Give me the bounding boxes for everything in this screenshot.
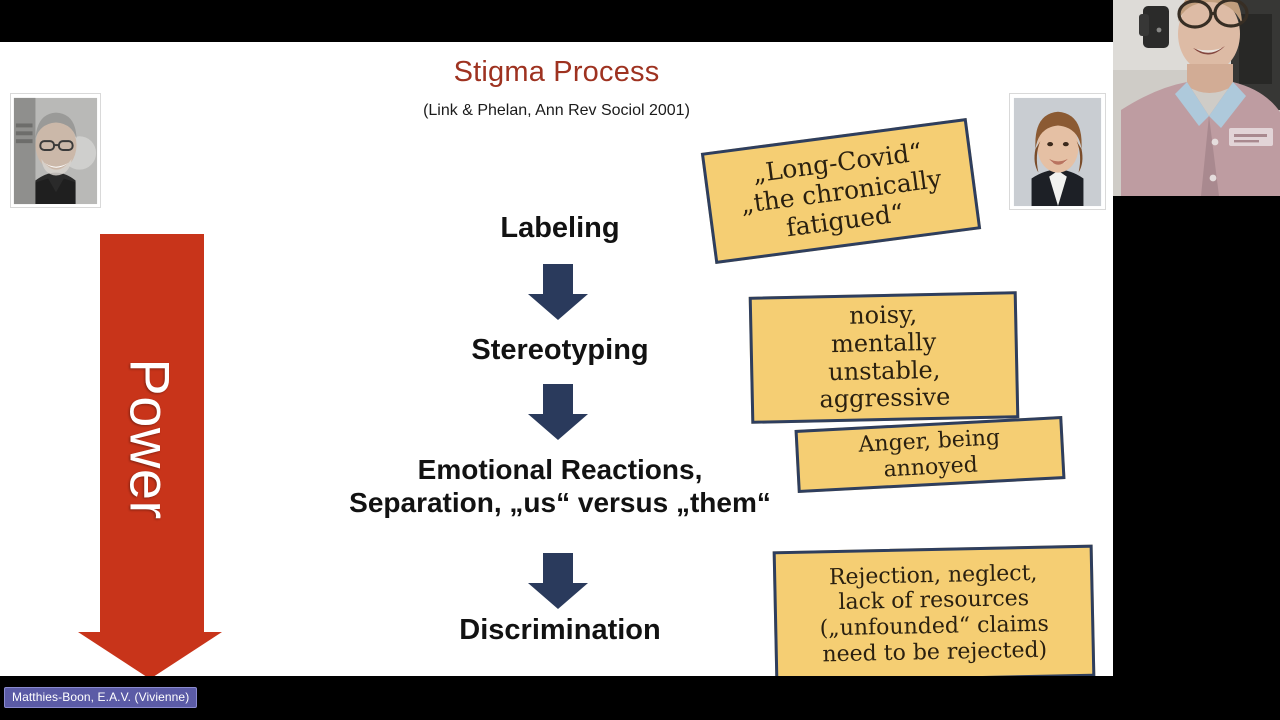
sticky-note-emotional-reactions: Anger, being annoyed: [794, 416, 1066, 493]
flow-arrow-2-head: [528, 414, 588, 440]
flow-arrow-3: [528, 553, 588, 609]
sticky-note-discrimination: Rejection, neglect, lack of resources („…: [772, 544, 1096, 676]
flow-arrow-1: [528, 264, 588, 320]
power-arrow: Power: [78, 234, 222, 676]
portrait-photo-right: [1009, 93, 1106, 210]
flow-step-discrimination: Discrimination: [459, 614, 661, 646]
page-title: Stigma Process: [453, 56, 660, 88]
participant-name-badge: Matthies-Boon, E.A.V. (Vivienne): [4, 687, 198, 708]
flow-arrow-3-head: [528, 583, 588, 609]
flow-step-emotional-reactions: Emotional Reactions, Separation, „us“ ve…: [349, 454, 771, 519]
webcam-video-tile[interactable]: [1113, 0, 1280, 196]
power-arrow-head: [78, 632, 222, 676]
portrait-photo-left: [10, 93, 101, 208]
power-arrow-shaft: [100, 234, 204, 634]
flow-step-labeling: Labeling: [500, 212, 620, 244]
slide-citation: (Link & Phelan, Ann Rev Sociol 2001): [423, 102, 690, 119]
sticky-note-labeling: „Long-Covid“ „the chronically fatigued“: [700, 117, 982, 265]
flow-arrow-2-shaft: [543, 384, 573, 416]
sticky-note-stereotyping: noisy, mentally unstable, aggressive: [748, 291, 1020, 424]
shared-screen-region[interactable]: Stigma Process (Link & Phelan, Ann Rev S…: [0, 42, 1113, 676]
flow-arrow-1-head: [528, 294, 588, 320]
flow-arrow-2: [528, 384, 588, 440]
presentation-slide: Stigma Process (Link & Phelan, Ann Rev S…: [0, 42, 1113, 676]
flow-arrow-3-shaft: [543, 553, 573, 585]
flow-arrow-1-shaft: [543, 264, 573, 296]
power-arrow-label: Power: [118, 358, 182, 520]
flow-step-stereotyping: Stereotyping: [471, 334, 649, 366]
